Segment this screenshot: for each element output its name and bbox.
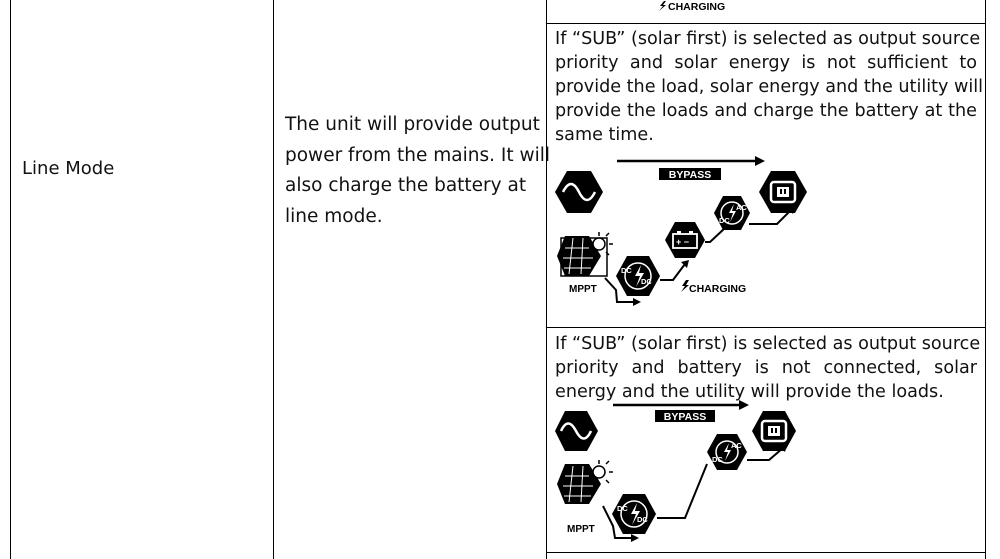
condition-line: priority and battery is not connected, s… [555, 358, 977, 378]
dc-dc-converter-icon: DC DC [612, 494, 656, 534]
bypass-label: BYPASS [669, 169, 711, 181]
svg-text:DC: DC [641, 277, 652, 286]
ac-outlet-icon [759, 171, 807, 213]
mode-description: The unit will provide output power from … [285, 110, 550, 232]
condition-line: energy and the utility will provide the … [555, 382, 944, 402]
dc-ac-inverter-icon: DC AC [707, 434, 747, 470]
mode-label: Line Mode [22, 158, 115, 179]
svg-text:AC: AC [736, 203, 747, 212]
row-divider-middle [546, 327, 986, 328]
description-line: The unit will provide output [285, 114, 540, 135]
condition-line: If “SUB” (solar first) is selected as ou… [555, 29, 981, 49]
svg-text:DC: DC [621, 266, 632, 275]
description-line: also charge the battery at [285, 175, 527, 196]
ac-sine-icon [555, 171, 603, 213]
table-divider-col2 [546, 0, 547, 559]
previous-row-diagram-fragment: CHARGING [659, 1, 725, 13]
condition-line: provide the load, solar energy and the u… [555, 77, 984, 97]
row-divider-bottom [546, 552, 986, 553]
condition-text-2: If “SUB” (solar first) is selected as ou… [555, 332, 981, 404]
charging-label: CHARGING [689, 283, 746, 295]
svg-text:AC: AC [731, 441, 742, 450]
svg-text:DC: DC [712, 455, 723, 464]
table-divider-col1 [273, 0, 274, 559]
mppt-label: MPPT [567, 524, 595, 535]
lightning-icon [681, 280, 689, 292]
condition-line: provide the loads and charge the battery… [555, 101, 977, 121]
dc-dc-converter-icon: DC DC [616, 256, 660, 296]
bypass-label: BYPASS [664, 411, 706, 423]
charging-label: CHARGING [668, 1, 725, 13]
condition-line: If “SUB” (solar first) is selected as ou… [555, 334, 981, 354]
condition-line: priority and solar energy is not suffici… [555, 53, 977, 73]
table-border-right [985, 0, 986, 559]
solar-panel-icon [557, 460, 613, 504]
table-border-left [10, 0, 11, 559]
dc-ac-inverter-icon: DC AC [714, 196, 750, 230]
battery-icon: + − [665, 222, 705, 258]
svg-text:DC: DC [617, 504, 628, 513]
ac-sine-icon [555, 411, 598, 451]
flow-diagram-1: BYPASS DC AC + − [555, 156, 807, 306]
row-divider-top [546, 23, 986, 24]
mppt-label: MPPT [569, 284, 597, 295]
flow-diagram-2: BYPASS DC AC [555, 400, 796, 542]
lightning-icon [659, 1, 666, 11]
ac-outlet-icon [752, 411, 796, 451]
svg-text:DC: DC [719, 216, 730, 225]
solar-panel-icon [557, 232, 613, 277]
description-line: line mode. [285, 205, 383, 227]
condition-line: same time. [555, 125, 654, 145]
condition-text-1: If “SUB” (solar first) is selected as ou… [555, 27, 984, 147]
description-line: power from the mains. It will [285, 144, 550, 166]
svg-text:DC: DC [637, 515, 648, 524]
svg-text:+ −: + − [676, 237, 689, 247]
